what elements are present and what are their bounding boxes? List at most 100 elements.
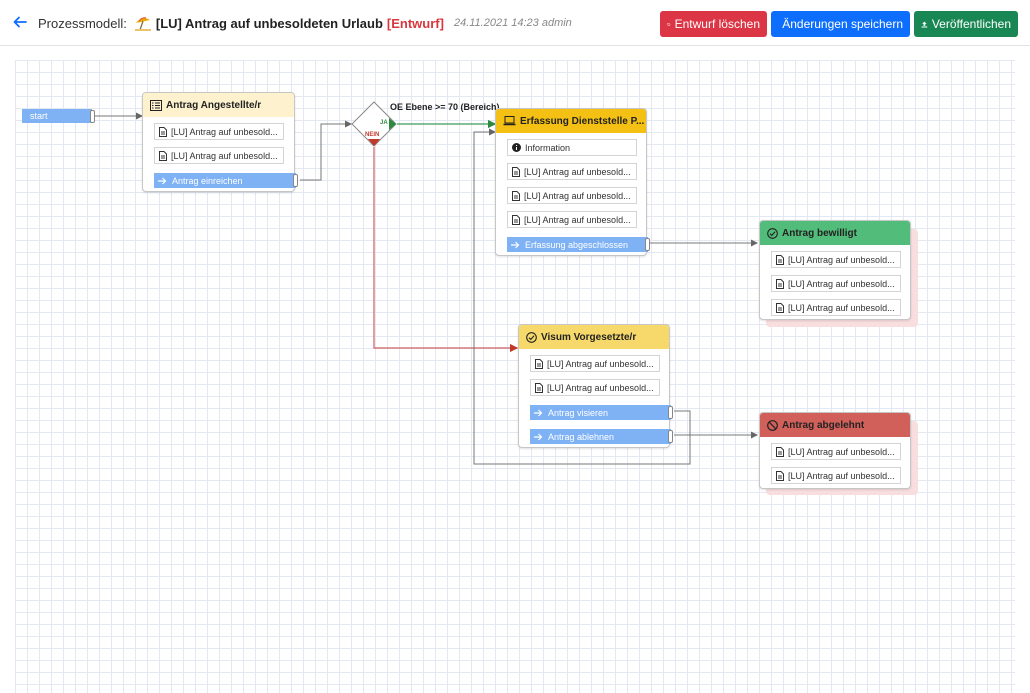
arrow-right-icon	[158, 177, 167, 184]
node-erfassung[interactable]: Erfassung Dienststelle P... Information …	[495, 108, 650, 256]
node-antrag-abgelehnt[interactable]: Antrag abgelehnt [LU] Antrag auf unbesol…	[759, 412, 911, 489]
save-changes-label: Änderungen speichern	[782, 17, 903, 31]
output-port[interactable]	[668, 406, 673, 419]
document-icon	[159, 126, 167, 137]
gateway-yes-label: JA	[380, 120, 388, 126]
output-port[interactable]	[293, 174, 298, 187]
diagram-canvas[interactable]: start Antrag Angestellte/r [LU] Antrag a…	[15, 60, 1015, 693]
top-bar: Prozessmodell: [LU] Antrag auf unbesolde…	[0, 0, 1030, 46]
document-item[interactable]: [LU] Antrag auf unbesold...	[154, 123, 284, 140]
edge-layer	[94, 112, 758, 465]
document-item[interactable]: [LU] Antrag auf unbesold...	[771, 443, 901, 460]
status-badge: [Entwurf]	[386, 15, 444, 31]
node-antrag-bewilligt[interactable]: Antrag bewilligt [LU] Antrag auf unbesol…	[759, 220, 911, 320]
action-label: Antrag ablehnen	[548, 431, 615, 442]
action-antrag-einreichen[interactable]: Antrag einreichen	[154, 173, 296, 188]
delete-draft-label: Entwurf löschen	[674, 17, 760, 31]
beach-umbrella-icon	[134, 17, 151, 31]
edge-gateway-no	[373, 147, 519, 353]
action-label: Antrag visieren	[548, 407, 609, 418]
start-node[interactable]: start	[22, 109, 92, 123]
document-item[interactable]: [LU] Antrag auf unbesold...	[771, 251, 901, 268]
document-icon	[776, 446, 784, 457]
list-form-icon	[150, 99, 162, 111]
edge-antrag-to-gateway	[300, 120, 352, 181]
arrow-right-icon	[511, 241, 520, 248]
document-item[interactable]: [LU] Antrag auf unbesold...	[507, 187, 637, 204]
document-item[interactable]: [LU] Antrag auf unbesold...	[771, 467, 901, 484]
document-item[interactable]: [LU] Antrag auf unbesold...	[507, 163, 637, 180]
document-item-label: [LU] Antrag auf unbesold...	[788, 254, 895, 265]
document-item-label: [LU] Antrag auf unbesold...	[788, 302, 895, 313]
meta-timestamp: 24.11.2021 14:23 admin	[453, 17, 572, 29]
document-item[interactable]: [LU] Antrag auf unbesold...	[154, 147, 284, 164]
publish-button[interactable]: Veröffentlichen	[914, 11, 1018, 37]
save-changes-button[interactable]: Änderungen speichern	[771, 11, 910, 37]
document-item-label: [LU] Antrag auf unbesold...	[171, 126, 278, 137]
node-visum-vorgesetzte[interactable]: Visum Vorgesetzte/r [LU] Antrag auf unbe…	[518, 324, 673, 448]
action-antrag-visieren[interactable]: Antrag visieren	[530, 405, 671, 420]
document-item-label: [LU] Antrag auf unbesold...	[547, 358, 654, 369]
node-header: Antrag bewilligt	[760, 221, 910, 245]
document-item[interactable]: [LU] Antrag auf unbesold...	[771, 299, 901, 316]
document-item[interactable]: [LU] Antrag auf unbesold...	[530, 379, 660, 396]
document-item-label: [LU] Antrag auf unbesold...	[524, 166, 631, 177]
arrow-right-icon	[534, 409, 543, 416]
document-icon	[512, 190, 520, 201]
input-port[interactable]	[90, 110, 95, 123]
information-item[interactable]: Information	[507, 139, 637, 156]
document-icon	[512, 166, 520, 177]
node-header: Visum Vorgesetzte/r	[519, 325, 669, 349]
document-item-label: [LU] Antrag auf unbesold...	[171, 150, 278, 161]
node-antrag-angestellte[interactable]: Antrag Angestellte/r [LU] Antrag auf unb…	[142, 92, 298, 192]
node-title: Antrag Angestellte/r	[166, 99, 262, 111]
node-header: Antrag abgelehnt	[760, 413, 910, 437]
action-label: Erfassung abgeschlossen	[525, 239, 629, 250]
document-icon	[159, 150, 167, 161]
output-port[interactable]	[668, 430, 673, 443]
action-erfassung-abgeschlossen[interactable]: Erfassung abgeschlossen	[507, 237, 648, 252]
document-item-label: [LU] Antrag auf unbesold...	[788, 446, 895, 457]
document-item[interactable]: [LU] Antrag auf unbesold...	[507, 211, 637, 228]
gateway-diamond[interactable]	[351, 101, 397, 147]
gateway-no-label: NEIN	[365, 132, 380, 138]
check-circle-icon	[767, 227, 778, 239]
document-item-label: [LU] Antrag auf unbesold...	[788, 470, 895, 481]
process-title: [LU] Antrag auf unbesoldeten Urlaub	[155, 15, 383, 31]
upload-icon	[921, 21, 928, 28]
node-header: Antrag Angestellte/r	[143, 93, 294, 117]
arrow-right-icon	[534, 433, 543, 440]
node-title: Antrag abgelehnt	[782, 419, 865, 431]
edge-visieren-to-erfassung	[473, 128, 691, 465]
document-icon	[535, 382, 543, 393]
output-port[interactable]	[645, 238, 650, 251]
node-title: Antrag bewilligt	[782, 227, 857, 239]
document-item[interactable]: [LU] Antrag auf unbesold...	[771, 275, 901, 292]
information-label: Information	[525, 142, 571, 153]
action-antrag-ablehnen[interactable]: Antrag ablehnen	[530, 429, 671, 444]
document-icon	[776, 254, 784, 265]
action-label: Antrag einreichen	[172, 175, 243, 186]
gateway-condition: OE Ebene >= 70 (Bereich)	[390, 102, 500, 112]
check-circle-icon	[526, 331, 537, 343]
document-item-label: [LU] Antrag auf unbesold...	[788, 278, 895, 289]
laptop-icon	[503, 116, 516, 126]
node-header: Erfassung Dienststelle P...	[496, 109, 646, 133]
node-title: Erfassung Dienststelle P...	[520, 115, 645, 127]
undo-icon	[667, 22, 671, 26]
ban-icon	[767, 419, 778, 431]
publish-label: Veröffentlichen	[931, 17, 1011, 31]
document-item-label: [LU] Antrag auf unbesold...	[547, 382, 654, 393]
document-icon	[776, 278, 784, 289]
document-icon	[512, 214, 520, 225]
document-icon	[776, 302, 784, 313]
document-icon	[776, 470, 784, 481]
document-item-label: [LU] Antrag auf unbesold...	[524, 190, 631, 201]
arrow-left-icon[interactable]	[12, 14, 28, 30]
delete-draft-button[interactable]: Entwurf löschen	[660, 11, 767, 37]
document-icon	[535, 358, 543, 369]
node-title: Visum Vorgesetzte/r	[541, 331, 637, 343]
document-item-label: [LU] Antrag auf unbesold...	[524, 214, 631, 225]
document-item[interactable]: [LU] Antrag auf unbesold...	[530, 355, 660, 372]
info-circle-icon	[512, 143, 521, 152]
